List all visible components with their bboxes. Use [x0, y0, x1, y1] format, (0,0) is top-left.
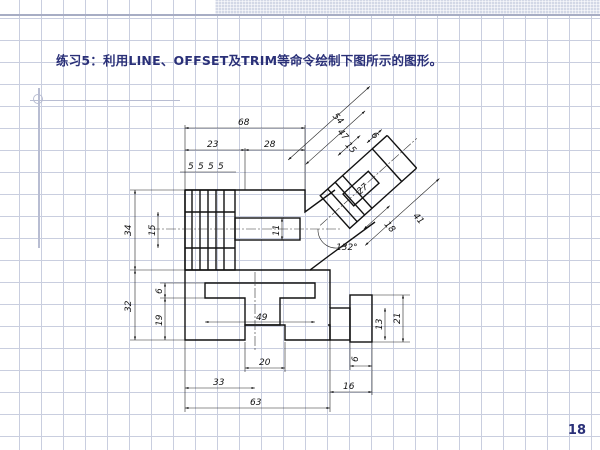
page-number: 18 — [567, 423, 586, 438]
dim-19: 19 — [155, 314, 165, 326]
dim-13: 13 — [375, 318, 385, 330]
center-lines — [150, 228, 340, 350]
slide-title: 练习5：利用LINE、OFFSET及TRIM等命令绘制下图所示的图形。 — [56, 53, 443, 68]
dim-47: 47 — [335, 127, 350, 142]
dim-34: 34 — [124, 224, 134, 236]
dim-21: 21 — [393, 313, 403, 324]
margin-guide-horizontal — [30, 100, 180, 101]
dim-16: 16 — [343, 382, 355, 392]
dim-18: 18 — [382, 220, 397, 235]
margin-guide-vertical — [38, 88, 40, 248]
dim-5b: 5 — [198, 162, 204, 172]
dim-5d: 5 — [218, 162, 224, 172]
dim-15: 15 — [148, 224, 158, 236]
dim-27: 27 — [355, 182, 370, 197]
margin-guide-circle — [33, 94, 43, 104]
dimension-lines — [130, 125, 410, 412]
dim-15b: 15 — [343, 141, 358, 156]
angled-arm — [319, 134, 418, 230]
part-outline — [184, 189, 376, 343]
dim-6: 6 — [155, 288, 165, 294]
dim-49: 49 — [256, 313, 268, 323]
dim-33: 33 — [213, 378, 225, 388]
dim-5c: 5 — [208, 162, 214, 172]
dim-28: 28 — [264, 140, 276, 150]
dim-32: 32 — [124, 300, 134, 312]
dim-angle: 132° — [336, 243, 358, 253]
header-divider — [0, 14, 600, 16]
dimension-labels: 68 23 28 5 5 5 5 34 15 11 32 6 19 49 20 … — [124, 118, 403, 408]
dim-11: 11 — [272, 225, 282, 236]
dim-54: 54 — [330, 112, 345, 127]
dim-6c: 6 — [369, 131, 380, 142]
dim-63: 63 — [250, 398, 262, 408]
dim-20: 20 — [259, 358, 271, 368]
dim-23: 23 — [207, 140, 219, 150]
dim-6b: 6 — [351, 356, 361, 362]
vertical-ribs — [185, 190, 235, 270]
dim-68: 68 — [238, 118, 250, 128]
angled-dimension-lines — [287, 86, 440, 246]
dim-5a: 5 — [188, 162, 194, 172]
dim-41: 41 — [410, 211, 425, 226]
header-decoration-band — [215, 0, 600, 14]
